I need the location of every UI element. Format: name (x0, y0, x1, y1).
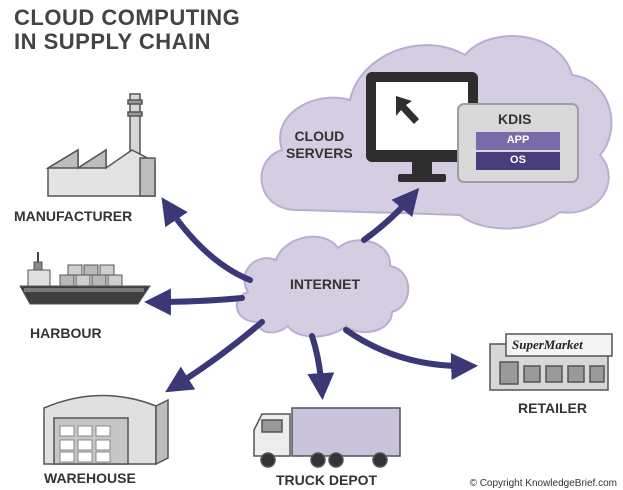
ship-icon (19, 252, 151, 305)
manufacturer-label: MANUFACTURER (14, 208, 133, 224)
factory-icon (45, 93, 156, 197)
cursor-icon (396, 96, 419, 124)
connection-arrows (143, 187, 479, 401)
harbour-label: HARBOUR (30, 325, 102, 341)
copyright-text: © Copyright KnowledgeBrief.com (469, 478, 617, 489)
arrow-to-truck-depot (307, 333, 335, 401)
warehouse-icon (43, 394, 169, 466)
app-label: APP (506, 134, 530, 146)
cloud-servers-label: CLOUD SERVERS (286, 128, 353, 161)
title-line-1: CLOUD COMPUTING (14, 5, 241, 30)
app-box (476, 132, 560, 150)
title-line-2: IN SUPPLY CHAIN (14, 29, 211, 54)
kdis-label: KDIS (498, 111, 532, 127)
arrow-to-warehouse (165, 319, 265, 393)
arrow-to-cloud (361, 187, 420, 243)
arrow-to-retailer (343, 327, 479, 381)
supermarket-sign: SuperMarket (512, 337, 583, 352)
os-box (476, 152, 560, 170)
retailer-label: RETAILER (518, 400, 587, 416)
os-label: OS (510, 154, 526, 166)
kdis-box (457, 103, 579, 183)
truck-icon (253, 407, 401, 468)
monitor-icon (366, 72, 478, 182)
arrow-to-manufacturer (161, 197, 253, 283)
internet-label: INTERNET (290, 276, 360, 292)
truck-depot-label: TRUCK DEPOT (276, 472, 378, 488)
warehouse-label: WAREHOUSE (44, 470, 136, 486)
arrow-to-harbour (143, 288, 245, 316)
diagram-title: CLOUD COMPUTING IN SUPPLY CHAIN (14, 6, 240, 54)
supermarket-icon (489, 333, 613, 391)
